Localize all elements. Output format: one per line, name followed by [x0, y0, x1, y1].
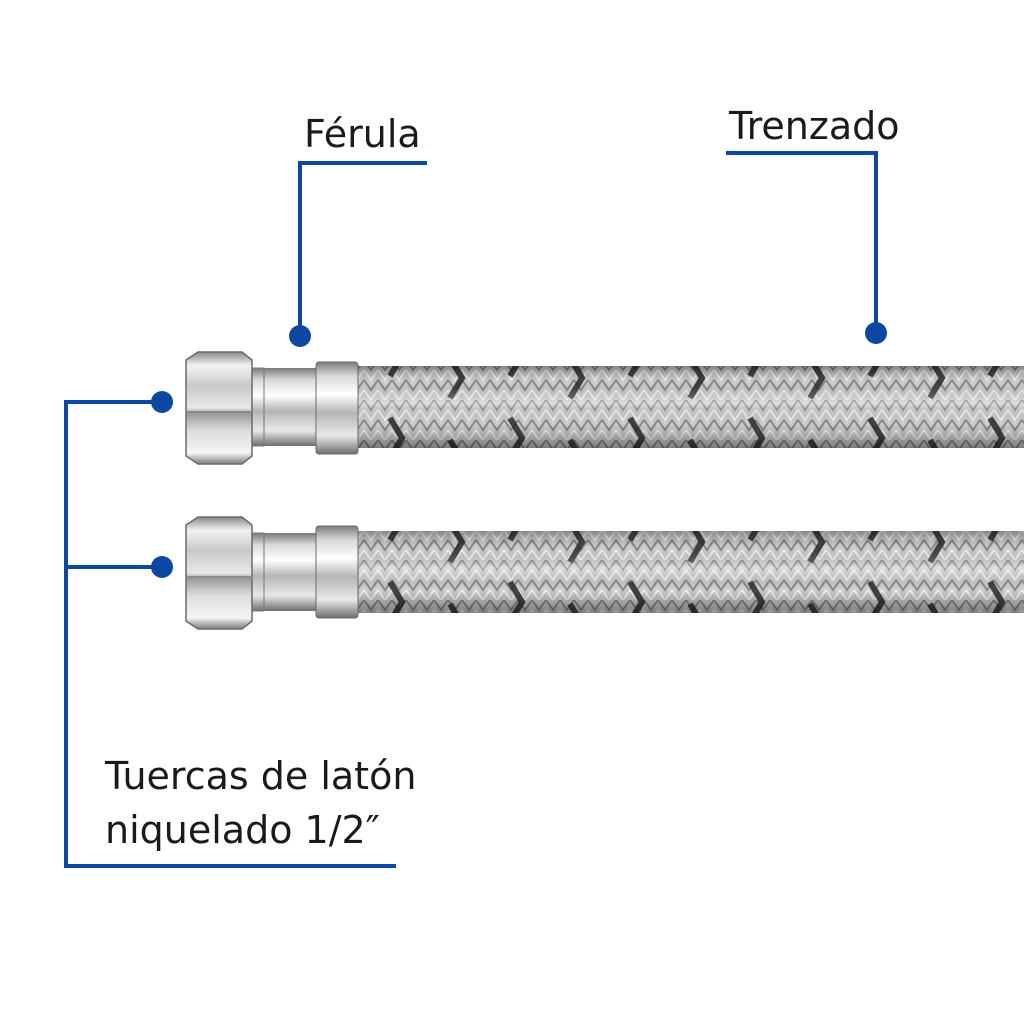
ferula-leader-dot — [289, 325, 311, 347]
ferula-leader — [298, 161, 427, 336]
upper-hose — [185, 351, 1024, 465]
trenzado-leader — [726, 151, 878, 333]
trenzado-leader-dot — [865, 322, 887, 344]
lower-ferrule — [249, 525, 359, 619]
tuercas-label-line1: Tuercas de latón — [104, 754, 416, 798]
upper-hex-nut — [185, 351, 253, 465]
upper-ferrule — [249, 361, 359, 455]
tuercas-label-line2: niquelado 1/2″ — [105, 808, 380, 852]
ferula-label: Férula — [304, 112, 421, 156]
lower-hose — [185, 516, 1024, 630]
tuercas-leader-dot-lower — [151, 556, 173, 578]
tuercas-leader — [64, 400, 396, 868]
tuercas-leader-dot-upper — [151, 391, 173, 413]
lower-hex-nut — [185, 516, 253, 630]
trenzado-label: Trenzado — [728, 104, 899, 148]
